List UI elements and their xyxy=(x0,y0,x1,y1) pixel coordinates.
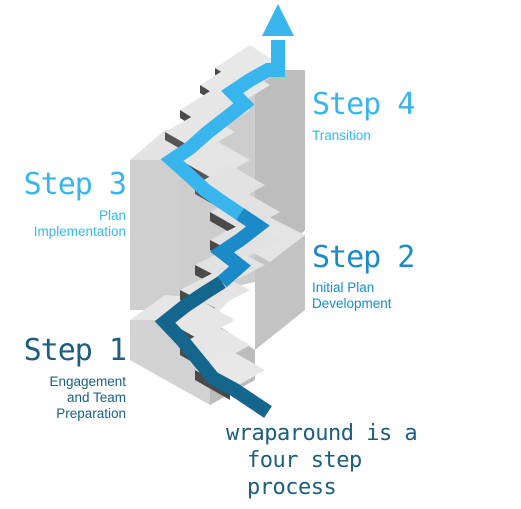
caption-line-2: four step process xyxy=(247,448,362,500)
path-segment-step4 xyxy=(221,40,285,124)
step-1-title: Step 1 xyxy=(23,333,127,368)
step-2-title: Step 2 xyxy=(312,240,415,275)
path-segment-step2 xyxy=(210,208,270,288)
caption: wraparound is a four step process xyxy=(226,420,426,501)
step-2-label: Step 2 Initial Plan Development xyxy=(312,243,442,312)
path-segment-step1 xyxy=(154,276,272,418)
step-1-label: Step 1 Engagement and Team Preparation xyxy=(14,333,127,422)
step-4-label: Step 4 Transition xyxy=(312,90,442,144)
up-arrow-icon xyxy=(262,4,294,36)
block-3-front xyxy=(130,160,180,310)
step-3-label: Step 3 Plan Implementation xyxy=(6,167,127,240)
step-3-title: Step 3 xyxy=(23,167,127,202)
step-4-desc: Transition xyxy=(312,128,371,143)
block-2-side xyxy=(255,235,305,350)
step-1-desc: Engagement and Team Preparation xyxy=(49,374,126,421)
path-segment-step3 xyxy=(160,112,244,220)
step-2-desc: Initial Plan Development xyxy=(312,280,392,311)
caption-line-1: wraparound is a xyxy=(226,421,418,446)
step-3-desc: Plan Implementation xyxy=(33,208,126,239)
step-4-title: Step 4 xyxy=(312,87,415,122)
